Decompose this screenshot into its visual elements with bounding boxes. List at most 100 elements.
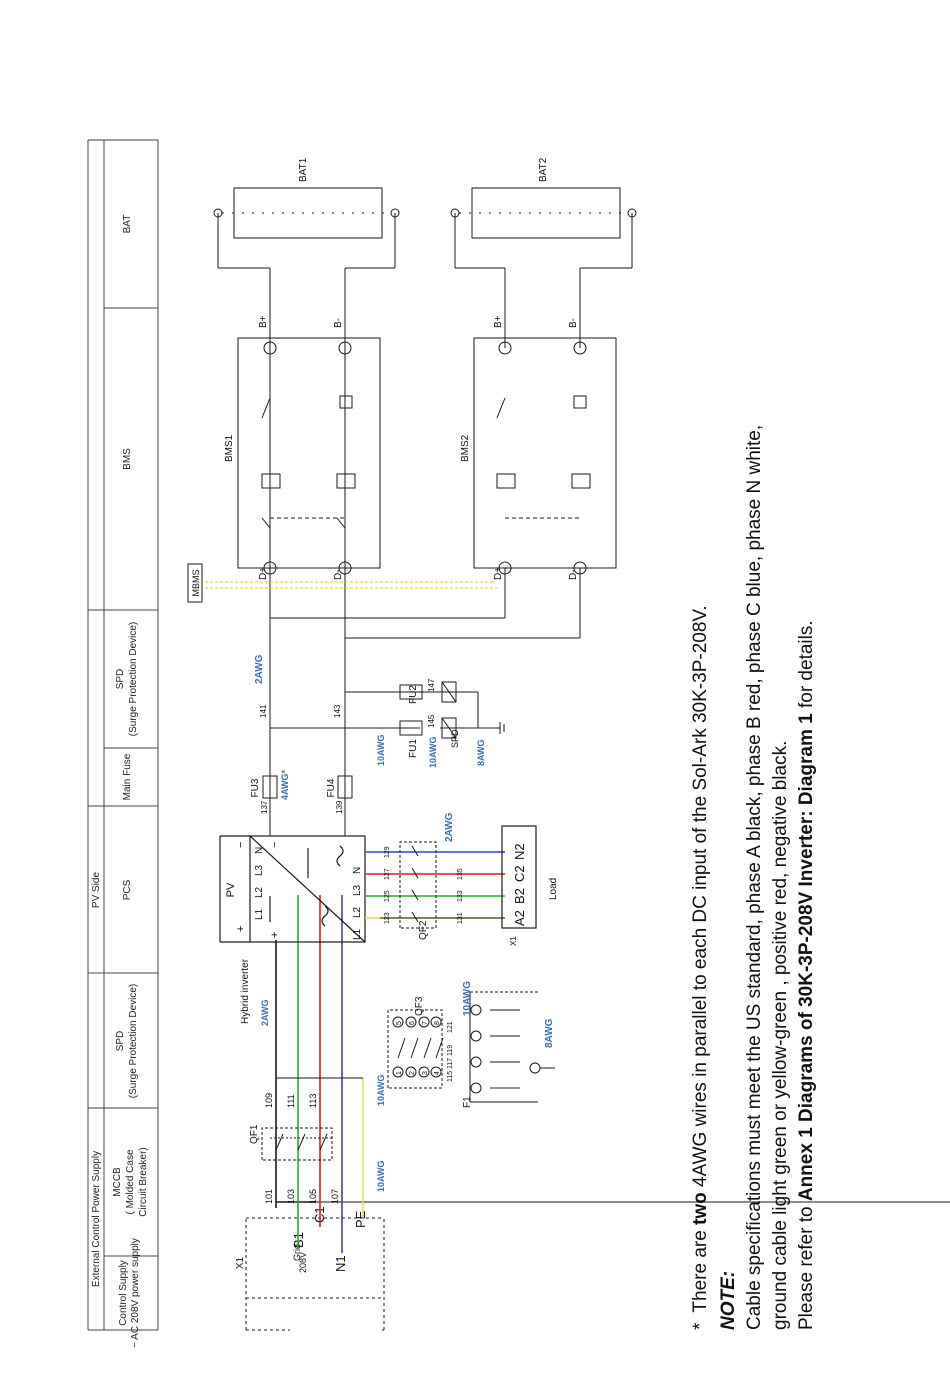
bms1-label: BMS1 [224,434,235,462]
bms1-d-plus: D+ [258,567,269,580]
inverter-out-l1: L1 [254,908,265,920]
note-spec-1: Cable specifications must meet the US st… [744,425,765,1330]
header-external-control: External Control Power Supply [91,1151,102,1287]
note-title: NOTE: [718,1271,739,1330]
terminal-n1: N1 [333,1255,348,1272]
header-mccb-sub1: ( Molded Case [125,1149,136,1214]
bms2-d-minus: D- [568,569,579,580]
header-spd-right: SPD [115,669,126,690]
ac-input-lines [275,895,950,1253]
ac-output-lines [365,851,505,919]
inverter-out-l2: L2 [254,886,265,898]
header-pcs: PCS [122,879,133,900]
spd-terminal-2: 2 [409,1071,416,1075]
bms2 [270,268,617,639]
load-terminal-x1 [501,825,537,929]
wire-135: 135 [457,868,464,880]
qf1-label: QF1 [249,1124,260,1144]
wire-131: 131 [457,912,464,924]
bms1-b-plus: B+ [258,315,269,328]
awg-label-10-a: 10AWG [376,1160,386,1192]
pv-label: PV [225,882,237,897]
bms2-b-minus: B- [568,318,579,328]
inverter-in-l2: L2 [352,906,363,918]
awg-label-2-c: 2AWG [254,654,265,684]
x1-load-label: X1 [509,936,518,946]
load-terminal-c2: C2 [512,865,527,882]
bms1 [237,268,381,575]
load-terminal-a2: A2 [512,910,527,926]
note-star-mark: * [690,1322,711,1330]
header-main-fuse: Main Fuse [122,753,133,800]
dc-minus: − [269,842,281,848]
spd-terminal-5: 5 [396,1021,403,1025]
note-refer-c: for details. [796,620,817,713]
hybrid-inverter-label: Hybrid inverter [240,958,251,1024]
dc-plus: + [269,932,281,938]
note-star-a: There are [690,1225,711,1313]
qf2-label: QF2 [418,920,429,940]
fu4-label: FU4 [326,778,337,797]
wire-143: 143 [333,704,342,718]
x1-label: X1 [235,1256,246,1269]
bms1-b-minus: B- [333,318,344,328]
inverter-out-n: N [254,847,265,854]
inverter-in-n: N [352,867,363,874]
load-terminal-n2: N2 [512,843,527,860]
note-star-c: 4AWG wires in parallel to each DC input … [690,605,711,1192]
battery-bat2 [450,187,637,269]
spd-label: SPD [450,729,460,748]
breaker-qf1 [261,1127,333,1161]
spd-terminal-7: 7 [422,1021,429,1025]
header-spd-left-sub: (Surge Protection Device) [128,984,139,1099]
awg-label-10-e: 10AWG [428,736,438,768]
wire-111: 111 [286,1094,296,1108]
load-label: Load [548,878,559,900]
voltage-label: 208V [298,1252,308,1273]
bms2-label: BMS2 [460,434,471,462]
awg-label-2-b: 2AWG [444,812,455,842]
mbms-label: MBMS [191,570,201,597]
note-refer-a: Please refer to [796,1201,817,1330]
breaker-qf2 [399,841,437,929]
grid-label: Grid [292,1244,302,1261]
spd-terminal-3: 3 [422,1071,429,1075]
note-refer-line: Please refer to Annex 1 Diagrams of 30K-… [796,620,817,1330]
header-control-supply: Control Supply [118,1260,129,1326]
wire-137: 137 [260,800,269,814]
spd-terminal-1: 1 [396,1071,403,1075]
awg-label-10-c: 10AWG [462,981,473,1016]
awg-label-8-a: 8AWG [544,1018,555,1048]
wire-123: 123 [384,912,391,924]
note-star-line: * There are two 4AWG wires in parallel to… [690,605,711,1330]
wire-129: 129 [384,846,391,858]
spd-terminal-8: 8 [434,1021,441,1025]
note-star-b: two [690,1192,711,1225]
note-spec-2: ground cable light green or yellow-green… [770,741,791,1330]
wire-107: 107 [330,1189,340,1204]
wire-145: 145 [427,714,436,728]
header-spd-right-sub: (Surge Protection Device) [128,622,139,737]
wire-119: 119 [447,1045,454,1056]
wire-103: 103 [286,1189,296,1204]
pv-minus: − [235,842,247,848]
wire-125: 125 [384,890,391,902]
header-pv-side: PV Side [91,871,102,908]
bms1-d-minus: D- [333,569,344,580]
bat1-label: BAT1 [298,157,309,182]
spd-block-left [276,991,555,1103]
bat2-label: BAT2 [538,157,549,182]
inverter-out-l3: L3 [254,864,265,876]
terminal-pe: PE [353,1210,368,1228]
inverter-in-l1: L1 [352,928,363,940]
notes-block: * There are two 4AWG wires in parallel to… [690,425,817,1330]
wire-101: 101 [264,1189,274,1204]
awg-label-10-b: 10AWG [376,1074,386,1106]
f1-label: F1 [462,1096,473,1108]
wire-113: 113 [308,1094,318,1108]
header-bat: BAT [122,215,133,234]
spd-terminal-4: 4 [434,1071,441,1075]
wire-121: 121 [447,1021,454,1033]
pcs-inverter [219,835,366,943]
